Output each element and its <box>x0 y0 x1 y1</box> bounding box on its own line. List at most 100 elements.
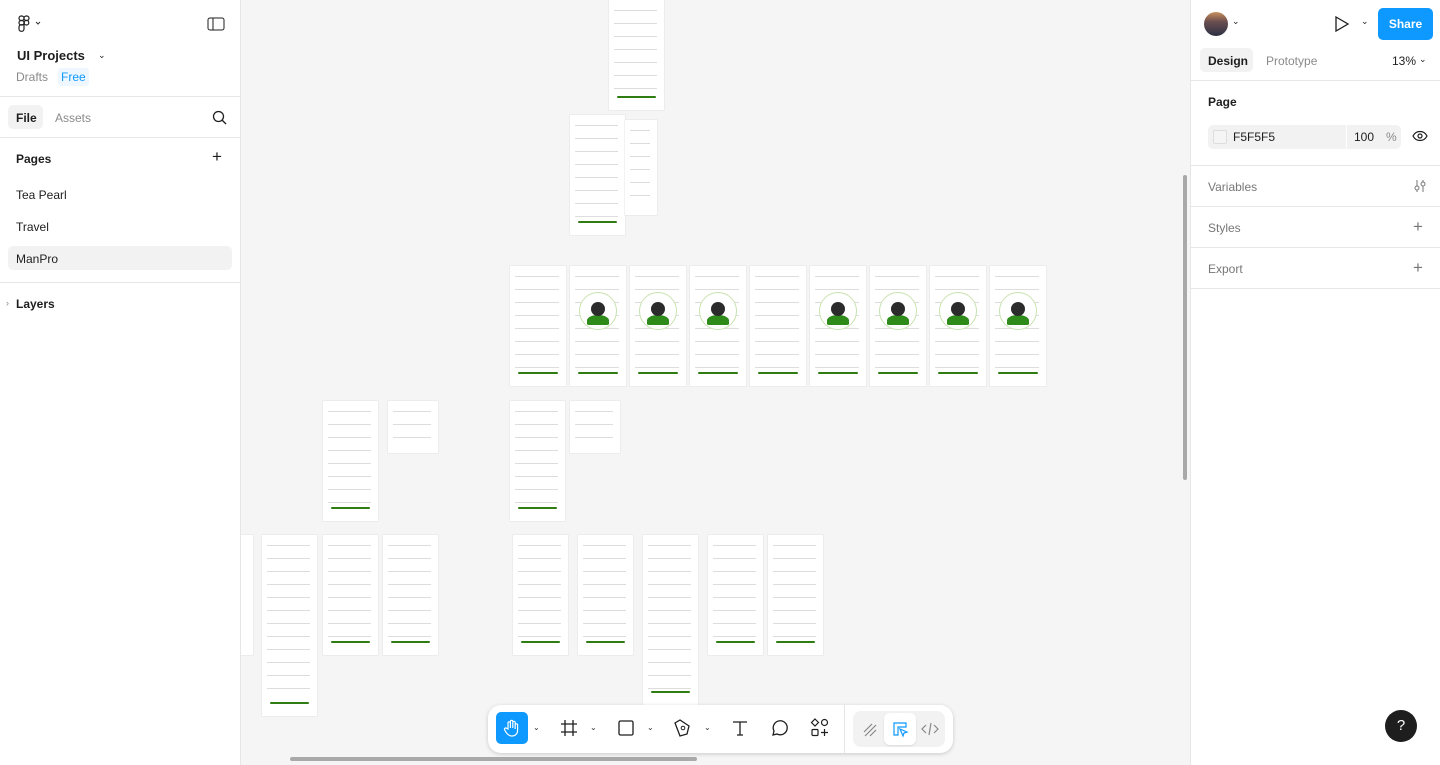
chevron-down-icon[interactable]: ⌄ <box>1361 16 1369 26</box>
chevron-down-icon[interactable]: ⌄ <box>533 723 540 732</box>
toggle-sidebar-icon[interactable] <box>207 17 225 31</box>
frame-content-line <box>935 276 979 277</box>
rectangle-icon <box>618 720 634 736</box>
shape-tool-button[interactable] <box>610 712 642 744</box>
design-frame[interactable] <box>510 401 565 521</box>
share-button[interactable]: Share <box>1378 8 1433 40</box>
page-item-manpro[interactable]: ManPro <box>8 246 232 270</box>
hand-tool-button[interactable] <box>496 712 528 744</box>
design-frame[interactable] <box>388 401 438 453</box>
design-frame[interactable] <box>643 535 698 705</box>
chevron-down-icon[interactable]: ⌄ <box>98 50 106 60</box>
frame-content-line <box>518 571 561 572</box>
page-item-tea-pearl[interactable]: Tea Pearl <box>16 188 67 202</box>
frame-content-line <box>630 182 650 183</box>
page-opacity-value[interactable]: 100 <box>1354 130 1375 144</box>
avatar[interactable] <box>1204 12 1228 36</box>
project-title[interactable]: UI Projects <box>17 48 85 63</box>
frame-content-line <box>773 636 816 637</box>
frame-content-line <box>648 649 691 650</box>
page-color-value[interactable]: F5F5F5 <box>1233 130 1276 144</box>
actions-button[interactable] <box>804 712 836 744</box>
drafts-label[interactable]: Drafts <box>16 70 49 84</box>
text-tool-button[interactable] <box>724 712 756 744</box>
design-frame[interactable] <box>750 266 806 386</box>
design-frame[interactable] <box>510 266 566 386</box>
design-frame[interactable] <box>383 535 438 655</box>
frame-content-line <box>575 216 618 217</box>
avatar-illustration <box>999 292 1037 330</box>
design-frame[interactable] <box>513 535 568 655</box>
dev-mode-button[interactable] <box>914 713 946 745</box>
frame-content-line <box>575 354 619 355</box>
chevron-down-icon[interactable]: ⌄ <box>590 723 597 732</box>
design-frame[interactable] <box>570 401 620 453</box>
variables-icon[interactable] <box>1413 179 1427 193</box>
chevron-down-icon[interactable]: ⌄ <box>647 723 654 732</box>
chevron-right-icon[interactable]: › <box>6 298 9 308</box>
vertical-scrollbar[interactable] <box>1183 175 1187 480</box>
tab-design[interactable]: Design <box>1200 48 1253 72</box>
page-item-travel[interactable]: Travel <box>16 220 49 234</box>
chevron-down-icon[interactable]: ⌄ <box>704 723 711 732</box>
chevron-down-icon[interactable]: ⌄ <box>1232 16 1240 26</box>
frame-content-line <box>388 558 431 559</box>
export-section[interactable]: Export <box>1208 262 1243 276</box>
add-export-icon[interactable]: + <box>1413 258 1423 277</box>
eye-icon[interactable] <box>1412 130 1428 142</box>
frame-content-line <box>328 571 371 572</box>
add-page-icon[interactable]: + <box>212 147 222 166</box>
design-mode-button[interactable] <box>884 713 916 745</box>
frame-content-line <box>575 164 618 165</box>
frame-content-line <box>267 545 310 546</box>
design-frame[interactable] <box>810 266 866 386</box>
frame-content-line <box>388 636 431 637</box>
canvas[interactable] <box>241 0 1190 765</box>
draw-mode-button[interactable] <box>854 713 886 745</box>
help-button[interactable]: ? <box>1385 710 1417 742</box>
chevron-down-icon[interactable]: ⌄ <box>1419 54 1427 64</box>
design-frame[interactable] <box>323 535 378 655</box>
frame-content-line <box>328 476 371 477</box>
horizontal-scrollbar[interactable] <box>290 757 697 761</box>
search-icon[interactable] <box>212 110 227 125</box>
design-frame[interactable] <box>768 535 823 655</box>
design-frame[interactable] <box>708 535 763 655</box>
frame-button <box>331 507 370 509</box>
frame-content-line <box>773 597 816 598</box>
design-frame[interactable] <box>570 266 626 386</box>
design-frame[interactable] <box>625 120 657 215</box>
design-frame[interactable] <box>570 115 625 235</box>
styles-section[interactable]: Styles <box>1208 221 1241 235</box>
frame-content-line <box>695 354 739 355</box>
design-frame[interactable] <box>323 401 378 521</box>
design-frame[interactable] <box>241 535 253 655</box>
design-frame[interactable] <box>930 266 986 386</box>
tab-file[interactable]: File <box>8 105 43 129</box>
frame-content-line <box>773 558 816 559</box>
frame-content-line <box>328 584 371 585</box>
design-frame[interactable] <box>690 266 746 386</box>
add-style-icon[interactable]: + <box>1413 217 1423 236</box>
figma-menu-button[interactable] <box>16 14 44 35</box>
design-frame[interactable] <box>578 535 633 655</box>
design-frame[interactable] <box>870 266 926 386</box>
pen-tool-button[interactable] <box>667 712 699 744</box>
frame-content-line <box>648 623 691 624</box>
color-swatch[interactable] <box>1213 130 1227 144</box>
page-section-title: Page <box>1208 95 1237 109</box>
frame-content-line <box>635 276 679 277</box>
tab-assets[interactable]: Assets <box>55 111 92 125</box>
page-fill-field[interactable]: F5F5F5 100 % <box>1208 125 1401 149</box>
comment-tool-button[interactable] <box>764 712 796 744</box>
variables-section[interactable]: Variables <box>1208 180 1258 194</box>
design-frame[interactable] <box>990 266 1046 386</box>
frame-tool-button[interactable] <box>553 712 585 744</box>
play-icon[interactable] <box>1334 15 1350 33</box>
design-frame[interactable] <box>262 535 317 716</box>
tab-prototype[interactable]: Prototype <box>1266 54 1318 68</box>
design-frame[interactable] <box>630 266 686 386</box>
design-frame[interactable] <box>609 0 664 110</box>
zoom-level[interactable]: 13% <box>1392 54 1417 68</box>
layers-heading[interactable]: Layers <box>16 297 55 311</box>
